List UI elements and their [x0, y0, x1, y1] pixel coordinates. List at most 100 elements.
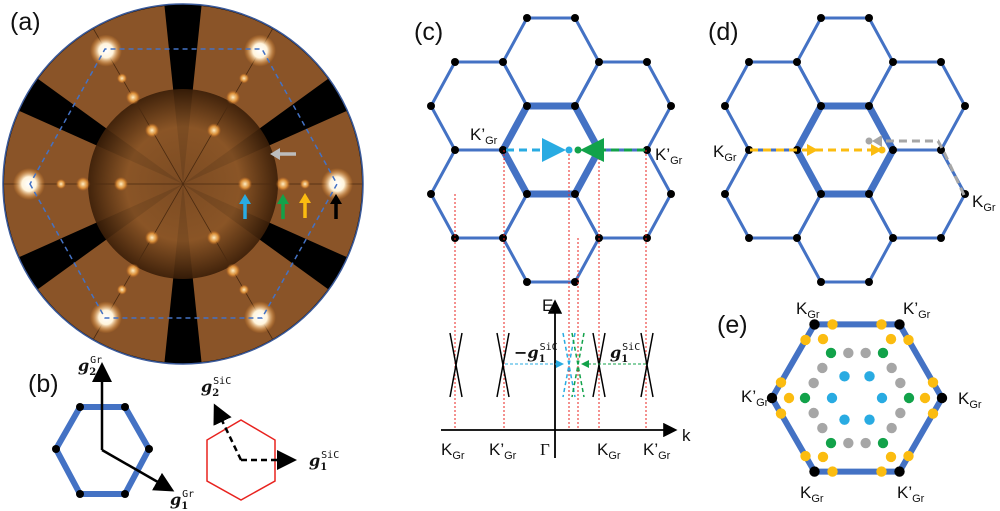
graphene-brillouin-zone [768, 321, 946, 475]
k-gr-label: KGr [972, 192, 996, 214]
panel-a-leed-pattern: (a) [2, 3, 364, 365]
neighbor-brillouin-zone [795, 16, 895, 108]
yellow-spot [885, 451, 897, 463]
k-point-dot [523, 190, 531, 198]
yellow-spot [885, 333, 897, 345]
satellite-spot [126, 90, 140, 105]
k-point-dot [643, 58, 651, 66]
kp-gr-tick-label: K’Gr [489, 440, 517, 462]
yellow-spot [927, 377, 939, 388]
satellite-spot [238, 177, 252, 191]
k-point-dot [721, 190, 729, 198]
green-spot [877, 437, 889, 449]
k-point-dot [865, 190, 873, 198]
satellite-spot [145, 230, 159, 245]
gray-spot [808, 407, 819, 419]
k-point-dot [523, 14, 531, 22]
satellite-spot [56, 179, 66, 189]
brillouin-zone-dashed-hexagon [29, 48, 338, 319]
dirac-cone [640, 332, 654, 398]
k-point-dot [936, 392, 948, 404]
yellow-spot [800, 334, 811, 346]
yellow-arrowhead [871, 144, 882, 156]
gray-spot [843, 437, 854, 449]
yellow-spot [903, 334, 914, 346]
panel-d-lattice: (d) KGr KGr [708, 14, 996, 286]
yellow-spot [800, 450, 811, 462]
gray-spot [860, 347, 871, 359]
panel-b-reciprocal-vectors: (b) g2Gr g1Gr g2SiC g1SiC [28, 355, 339, 511]
k-point-dot [643, 146, 651, 154]
panel-a-label: (a) [10, 8, 41, 36]
k-point-dot [451, 146, 459, 154]
graphene-spot [13, 168, 45, 200]
k-point-dot [499, 146, 507, 154]
panel-e-label: (e) [717, 311, 748, 339]
green-spot [825, 347, 837, 359]
gray-dashed-path [880, 139, 966, 196]
k-gr-label: KGr [800, 483, 824, 505]
panel-b-label: (b) [28, 370, 59, 398]
g1-sic-label: g1SiC [309, 450, 339, 473]
satellite-spot [76, 177, 90, 191]
k-point-dot [451, 58, 459, 66]
satellite-spot [117, 284, 127, 295]
satellite-spot [207, 123, 221, 138]
gray-spot [886, 362, 897, 374]
k-point-dot [817, 14, 825, 22]
gray-spot [860, 437, 871, 449]
replica-dirac-cone-cyan [562, 332, 576, 398]
k-point-dot [745, 146, 753, 154]
graphene-spot [321, 168, 353, 200]
k-point-dot [793, 58, 801, 66]
satellite-spot [239, 284, 249, 295]
k-gr-tick-label: KGr [597, 440, 621, 462]
yellow-spot [876, 319, 887, 330]
gray-spot [886, 422, 897, 434]
k-point-dot [745, 234, 753, 242]
gray-spot [895, 407, 906, 419]
k-point-dot [643, 234, 651, 242]
k-point-dot [499, 58, 507, 66]
k-point-dot [523, 278, 531, 286]
green-arrow [277, 194, 289, 219]
k-point-dot [595, 58, 603, 66]
k-point-dot [571, 14, 579, 22]
k-point-dot [427, 102, 435, 110]
cyan-spot [839, 371, 850, 382]
g2-gr-label: g2Gr [78, 355, 102, 378]
green-spot [799, 392, 811, 404]
k-point-dot [809, 319, 820, 330]
k-point-dot [721, 102, 729, 110]
k-point-dot [865, 278, 873, 286]
replica-dirac-cone-green [571, 332, 585, 398]
k-point-dot [817, 102, 825, 110]
dirac-cone [592, 332, 606, 398]
k-point-dot [793, 234, 801, 242]
yellow-spot [827, 319, 838, 330]
k-point-dot [571, 102, 579, 110]
k-point-dot [145, 445, 153, 453]
gray-spot [817, 422, 828, 434]
k-point-dot [865, 14, 873, 22]
neighbor-brillouin-zone [501, 16, 601, 108]
yellow-arrowhead [807, 144, 818, 156]
g1-gr-label: g1Gr [170, 489, 194, 511]
k-point-dot [817, 278, 825, 286]
cyan-arrow [239, 194, 251, 219]
kp-gr-label: K’Gr [903, 299, 931, 321]
gray-arrowhead [872, 135, 882, 147]
neighbor-brillouin-zone [501, 192, 601, 284]
k-point-dot [745, 58, 753, 66]
graphene-spot [90, 34, 122, 67]
cyan-spot [864, 414, 875, 425]
satellite-spot [145, 123, 159, 138]
cyan-point [565, 146, 573, 154]
kp-gr-tick-label: K’Gr [643, 440, 671, 462]
gray-point [865, 137, 873, 145]
k-point-dot [894, 319, 905, 330]
k-point-dot [961, 102, 969, 110]
k-axis-label: k [682, 426, 691, 445]
neighbor-brillouin-zone [795, 192, 895, 284]
